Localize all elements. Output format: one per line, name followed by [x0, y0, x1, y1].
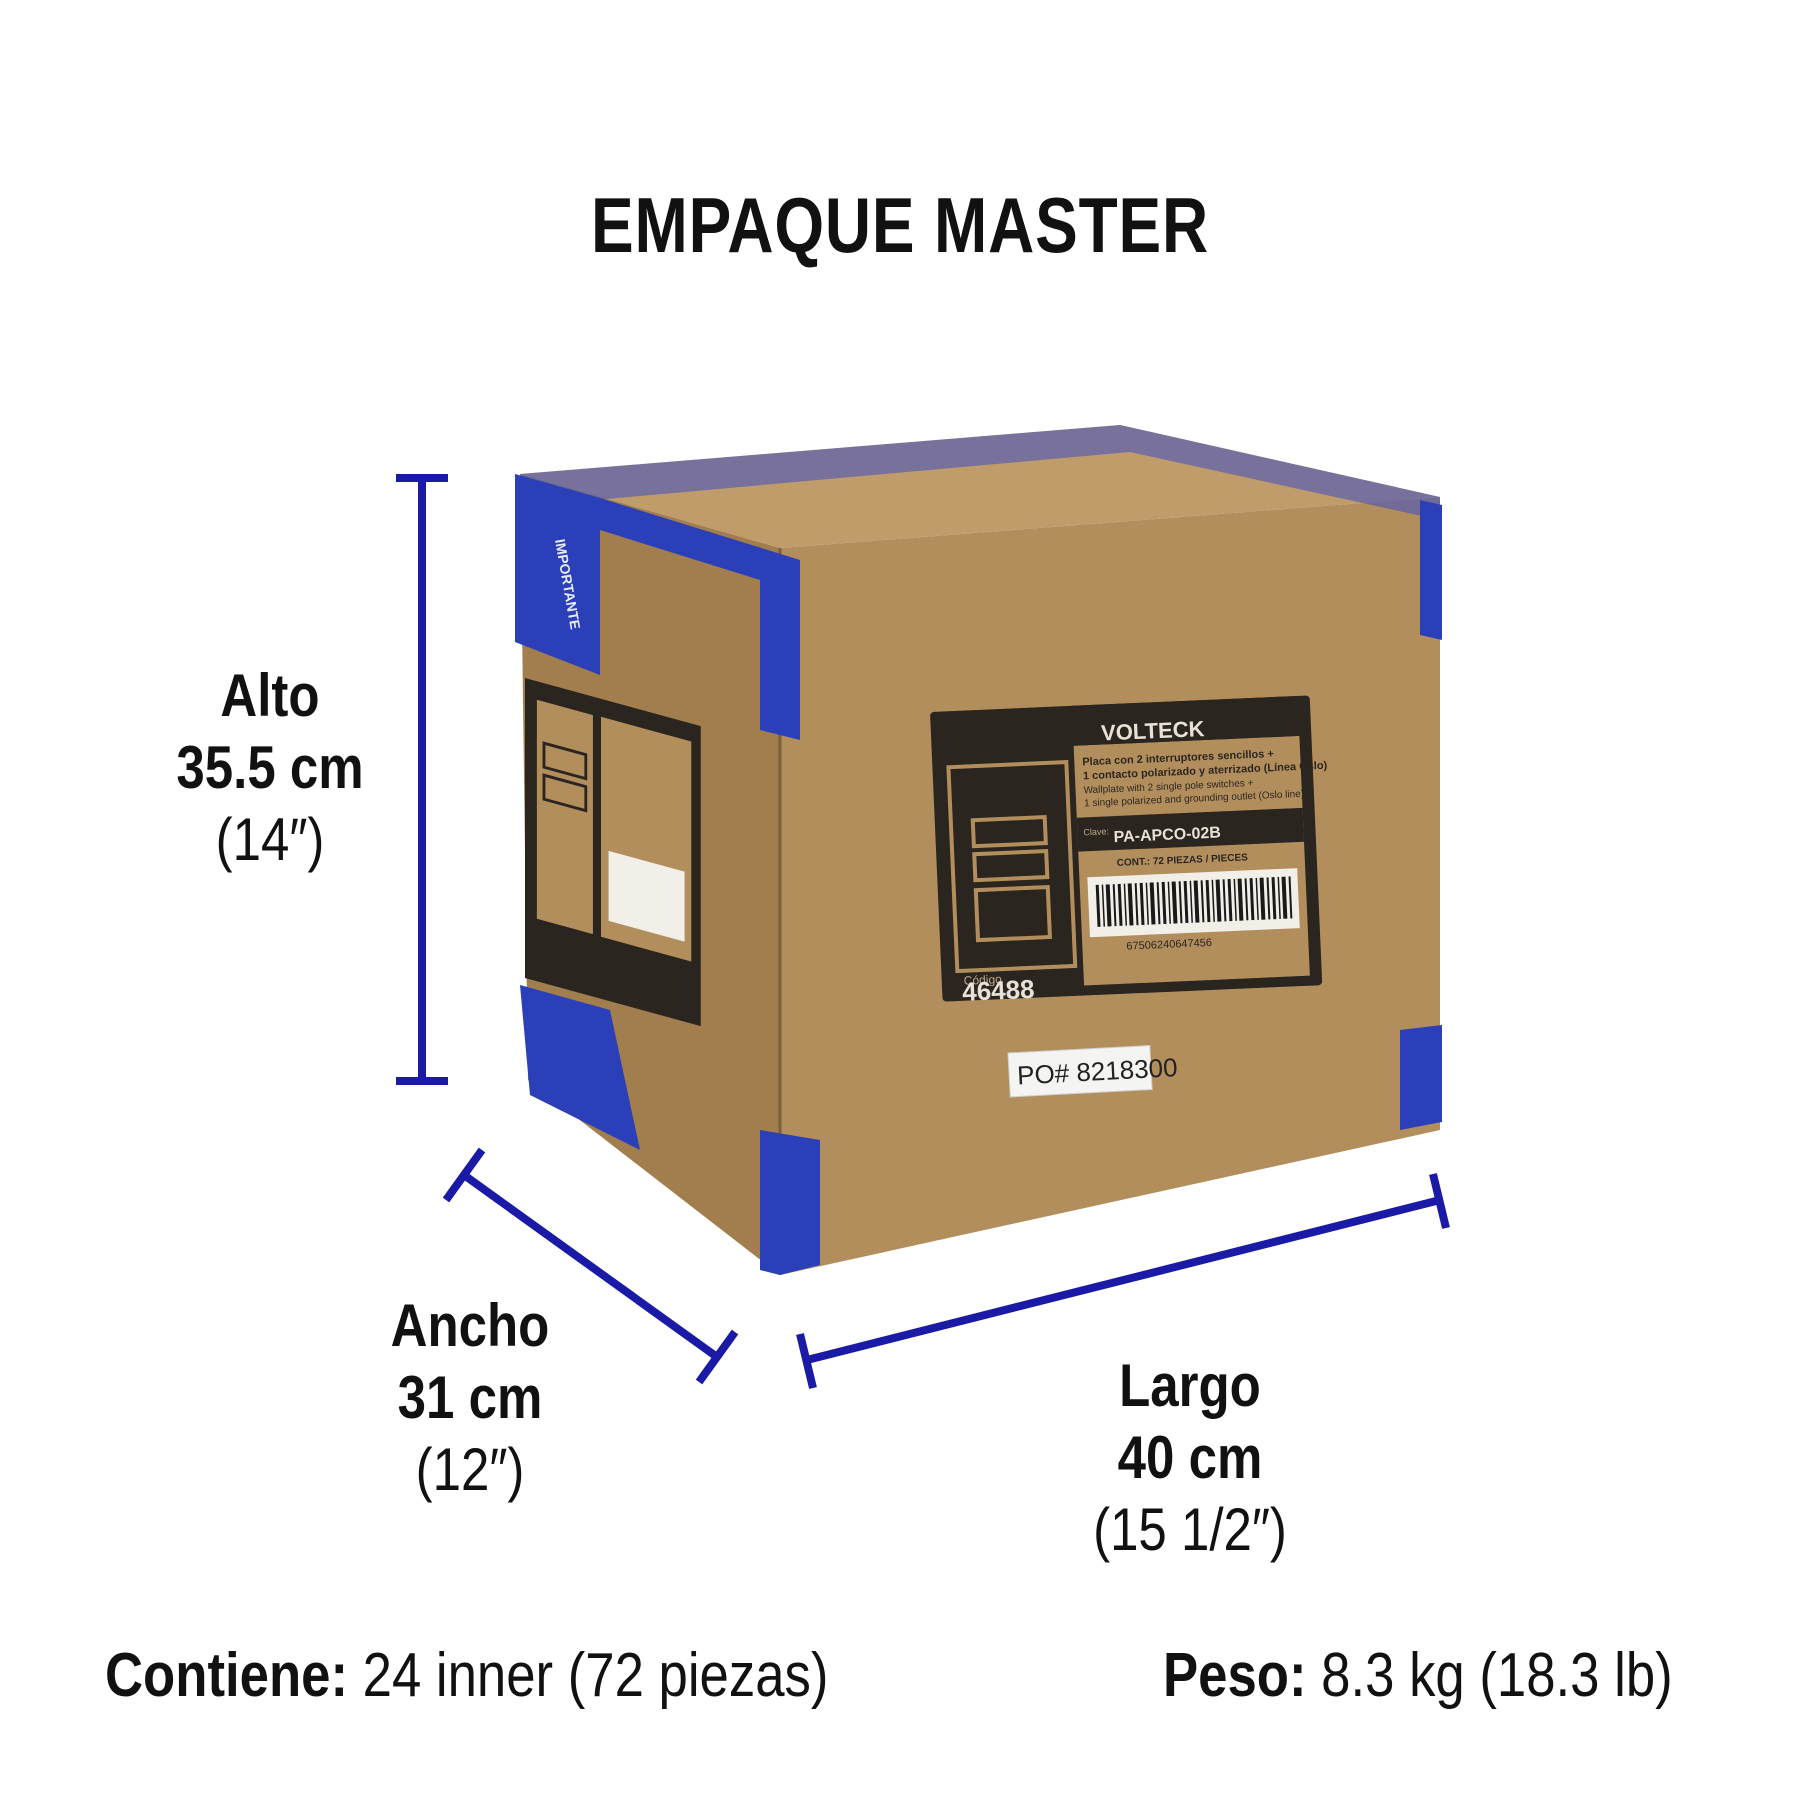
codigo-label: Código — [963, 972, 1002, 988]
clave-label: Clave: — [1083, 826, 1109, 837]
front-label: VOLTECK Placa con 2 interruptores sencil… — [930, 695, 1328, 1007]
length-label-imperial: (15 1/2″) — [1093, 1496, 1287, 1563]
length-label-metric: 40 cm — [1117, 1424, 1263, 1491]
side-label — [525, 678, 701, 1027]
po-sticker: PO# 8218300 — [1007, 1045, 1178, 1098]
weight-value: 8.3 kg (18.3 lb) — [1321, 1641, 1673, 1710]
contents-info: Contiene: 24 inner (72 piezas) — [105, 1640, 828, 1711]
page-title: EMPAQUE MASTER — [591, 181, 1209, 269]
dimension-lines — [396, 474, 1450, 1389]
width-label-title: Ancho — [390, 1292, 550, 1359]
width-label: Ancho 31 cm (12″) — [360, 1290, 581, 1506]
weight-label: Peso: — [1163, 1641, 1307, 1710]
height-label-imperial: (14″) — [215, 806, 325, 873]
tape-top — [520, 425, 1440, 520]
height-label-title: Alto — [220, 662, 320, 729]
clave-value: PA-APCO-02B — [1113, 824, 1221, 846]
height-label: Alto 35.5 cm (14″) — [160, 660, 381, 876]
height-label-metric: 35.5 cm — [176, 734, 364, 801]
width-label-imperial: (12″) — [415, 1436, 525, 1503]
width-label-metric: 31 cm — [397, 1364, 543, 1431]
length-label-title: Largo — [1119, 1352, 1261, 1419]
weight-info: Peso: 8.3 kg (18.3 lb) — [1163, 1640, 1673, 1711]
height-dimension-line — [396, 474, 448, 1085]
tape-corners — [515, 474, 1442, 1275]
width-dimension-line — [442, 1147, 739, 1385]
contents-label: Contiene: — [105, 1641, 348, 1710]
length-dimension-line — [796, 1173, 1450, 1389]
barcode — [1095, 876, 1293, 927]
codigo-value: 46488 — [962, 974, 1036, 1007]
barcode-number: 67506240647456 — [1126, 937, 1212, 953]
brand-logo-text: VOLTECK — [1101, 716, 1206, 745]
length-label: Largo 40 cm (15 1/2″) — [1063, 1350, 1318, 1566]
contents-value: 24 inner (72 piezas) — [362, 1641, 829, 1710]
